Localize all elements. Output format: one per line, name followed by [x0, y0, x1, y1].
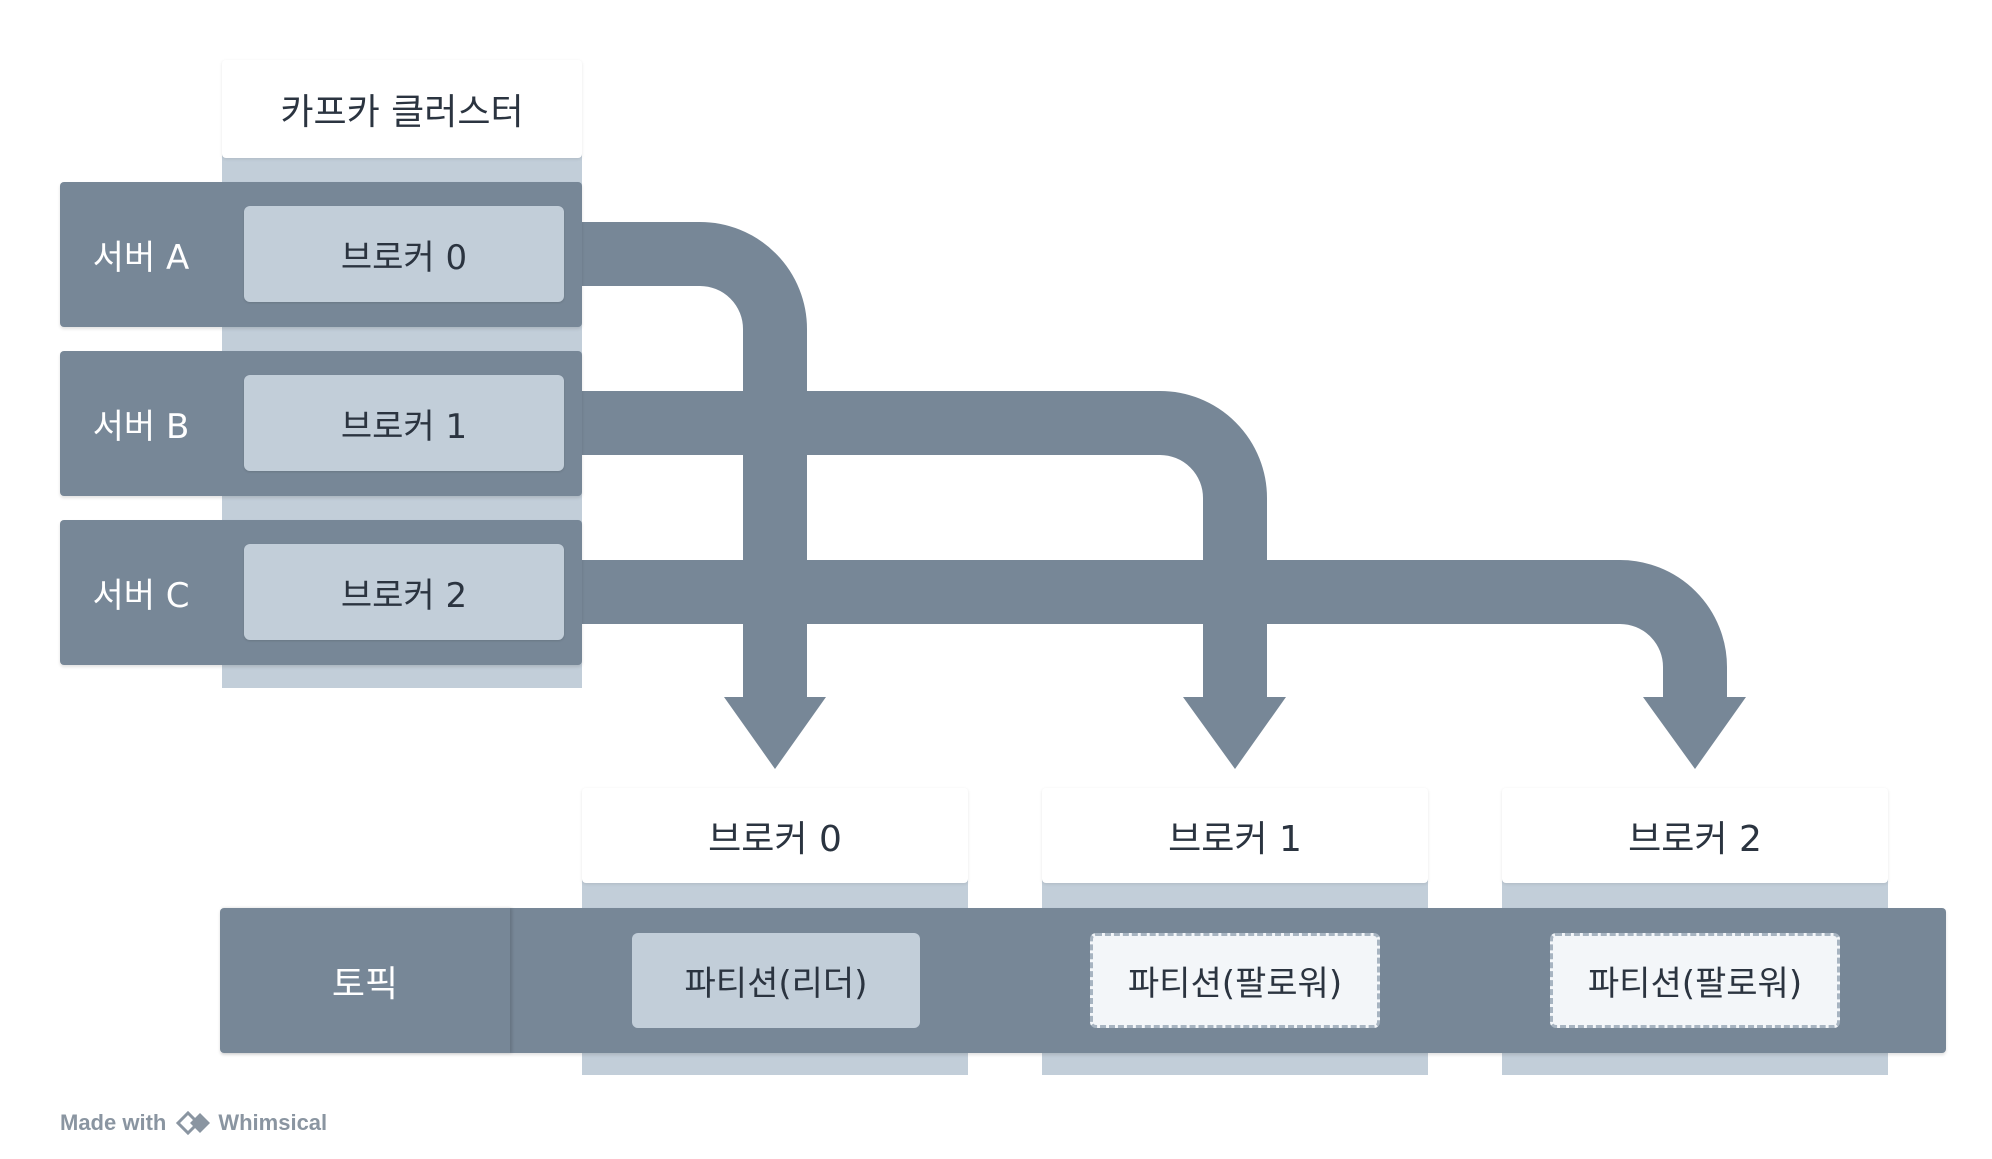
cluster-title: 카프카 클러스터 [222, 60, 582, 158]
cluster-broker-0: 브로커 0 [244, 206, 564, 302]
arrow-head-broker-2 [1643, 697, 1746, 769]
partition-follower-1: 파티션(팔로워) [1090, 933, 1380, 1028]
broker-2-title: 브로커 2 [1502, 788, 1888, 883]
arrow-head-broker-0 [724, 697, 826, 769]
arrow-head-broker-1 [1183, 697, 1286, 769]
whimsical-brand-text: Whimsical [218, 1110, 328, 1135]
server-label-c: 서버 C [92, 576, 190, 616]
cluster-broker-1: 브로커 1 [244, 375, 564, 471]
flow-line-a [560, 222, 807, 700]
made-with-footer: Made with Whimsical [60, 1108, 327, 1138]
whimsical-logo-icon [174, 1109, 214, 1137]
server-label-b: 서버 B [92, 407, 190, 447]
broker-1-title: 브로커 1 [1042, 788, 1428, 883]
flow-line-b [560, 391, 1267, 700]
topic-label: 토픽 [220, 908, 510, 1053]
flow-line-c [560, 560, 1727, 700]
server-label-a: 서버 A [92, 238, 190, 278]
broker-0-title: 브로커 0 [582, 788, 968, 883]
partition-follower-2: 파티션(팔로워) [1550, 933, 1840, 1028]
made-with-text: Made with [60, 1110, 167, 1135]
partition-leader: 파티션(리더) [632, 933, 920, 1028]
cluster-broker-2: 브로커 2 [244, 544, 564, 640]
